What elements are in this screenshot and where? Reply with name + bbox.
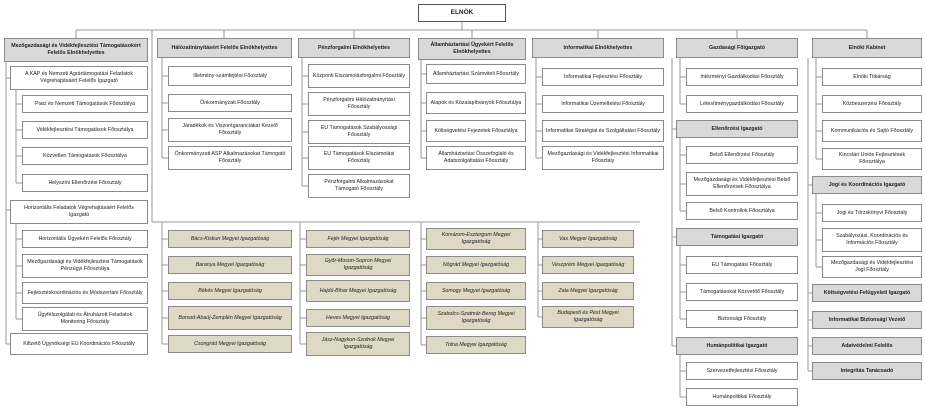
finance-director-header: Gazdasági Főigazgató <box>676 38 798 58</box>
audit-dept: Belső Ellenőrzési Főosztály <box>686 146 798 164</box>
agrar-kap-director: A KAP és Nemzeti Agrártámogatási Feladat… <box>10 66 148 90</box>
legal-dept: Szabályozási, Koordinációs és Információ… <box>822 228 922 252</box>
agrar-kap-dept: Közvetlen Támogatások Főosztálya <box>22 147 148 165</box>
support-dept: Biztonsági Főosztály <box>686 310 798 328</box>
payment-dept: EU Támogatások Szabályossági Főosztály <box>308 120 410 144</box>
county-directorate: Nógrád Megyei Igazgatóság <box>426 256 526 274</box>
county-directorate: Tolna Megyei Igazgatóság <box>426 336 526 354</box>
county-directorate: Vas Megyei Igazgatóság <box>542 230 634 248</box>
agrar-kap-dept: Piaci és Nemzeti Támogatások Főosztálya <box>22 95 148 113</box>
payment-dept: EU Támogatások Elszámolási Főosztály <box>308 146 410 170</box>
cabinet-dept: Közbeszerzési Főosztály <box>822 95 922 113</box>
legal-dept: Jogi és Törzskönyvi Főosztály <box>822 204 922 222</box>
county-directorate: Csongrád Megyei Igazgatóság <box>168 335 292 353</box>
county-directorate: Borsod-Abaúj-Zemplén Megyei Igazgatóság <box>168 306 292 330</box>
county-directorate: Zala Megyei Igazgatóság <box>542 282 634 300</box>
public-finance-dept: Államháztartási Számviteli Főosztály <box>426 64 526 84</box>
cabinet-dept: Kommunikációs és Sajtó Főosztály <box>822 120 922 142</box>
president-box: ELNÖK <box>418 4 506 22</box>
legal-dept: Mezőgazdasági és Vidékfejlesztési Jogi F… <box>822 256 922 278</box>
payment-deputy-header: Pénzforgalmi Elnökhelyettes <box>298 38 410 58</box>
it-deputy-header: Informatikai Elnökhelyettes <box>532 38 664 58</box>
public-finance-dept: Államháztartási Összefoglaló és Adatszol… <box>426 146 526 170</box>
payment-dept: Központi Elszámolásforgalmi Főosztály <box>308 64 410 88</box>
county-directorate: Békés Megyei Igazgatóság <box>168 282 292 300</box>
it-security-officer: Informatikai Biztonsági Vezető <box>812 311 922 329</box>
cabinet-dept: Elnöki Titkárság <box>822 68 922 86</box>
legal-director-header: Jogi és Koordinációs Igazgató <box>812 176 922 194</box>
county-directorate: Hajdú-Bihar Megyei Igazgatóság <box>306 280 410 302</box>
finance-dept: Létesítménygazdálkodási Főosztály <box>686 95 798 113</box>
integrity-advisor: Integritás Tanácsadó <box>812 362 922 380</box>
network-dept: Illetmény-számfejtési Főosztály <box>168 66 292 86</box>
agrar-horizontal-dept: Ügyfélszolgálati és Átruházott Feladatok… <box>22 307 148 331</box>
county-directorate: Heves Megyei Igazgatóság <box>306 309 410 327</box>
agrar-kap-dept: Vidékfejlesztési Támogatások Főosztálya <box>22 121 148 139</box>
it-dept: Informatikai Stratégiai és Szolgáltatási… <box>542 120 664 142</box>
network-dept: Járadékok és Viszontgaranciákat Kezelő F… <box>168 118 292 142</box>
finance-dept: Intézményi Gazdálkodási Főosztály <box>686 68 798 86</box>
network-dept: Önkormányzati ASP Alkalmazásokat Támogat… <box>168 146 292 170</box>
data-protection-officer: Adatvédelmi Felelős <box>812 337 922 355</box>
agrar-eu-coordination-dept: Kifizető Ügynökségi EU Koordinációs Főos… <box>10 333 148 355</box>
cabinet-dept: Kincstári Uniós Fejlesztések Főosztálya <box>822 148 922 170</box>
public-finance-dept: Alapok és Közalapítványok Főosztálya <box>426 92 526 114</box>
audit-dept: Belső Kontrollok Főosztálya <box>686 202 798 220</box>
hr-dept: Humánpolitikai Főosztály <box>686 388 798 406</box>
network-dept: Önkormányzati Főosztály <box>168 94 292 112</box>
it-dept: Informatikai Üzemeltetési Főosztály <box>542 95 664 113</box>
audit-dept: Mezőgazdasági és Vidékfejlesztési Belső … <box>686 172 798 196</box>
county-directorate: Jász-Nagykun-Szolnok Megyei Igazgatóság <box>306 332 410 356</box>
support-director-header: Támogatási Igazgató <box>676 228 798 246</box>
agrar-kap-dept: Helyszíni Ellenőrzési Főosztály <box>22 174 148 192</box>
it-dept: Mezőgazdasági és Vidékfejlesztési Inform… <box>542 146 664 170</box>
agrar-horizontal-dept: Horizontális Ügyekért Felelős Főosztály <box>22 230 148 248</box>
cabinet-header: Elnöki Kabinet <box>812 38 922 58</box>
agrar-horizontal-dept: Mezőgazdasági és Vidékfejlesztési Támoga… <box>22 254 148 278</box>
county-directorate: Bács-Kiskun Megyei Igazgatóság <box>168 230 292 248</box>
agrar-horizontal-dept: Fejlesztéskoordinációs és Módszertani Fő… <box>22 282 148 304</box>
payment-dept: Pénzforgalmi Hálózatirányítási Főosztály <box>308 92 410 116</box>
county-directorate: Szabolcs-Szatmár-Bereg Megyei Igazgatósá… <box>426 306 526 330</box>
support-dept: Támogatásokat Közvetítő Főosztály <box>686 283 798 301</box>
support-dept: EU Támogatási Főosztály <box>686 256 798 274</box>
agrar-horizontal-director: Horizontális Feladatok Végrehajtásáért F… <box>10 200 148 224</box>
county-directorate: Baranya Megyei Igazgatóság <box>168 256 292 274</box>
public-finance-dept: Költségvetési Fejezetek Főosztálya <box>426 120 526 142</box>
payment-dept: Pénzforgalmi Alkalmazásokat Támogató Főo… <box>308 174 410 198</box>
network-deputy-header: Hálózatirányításért Felelős Elnökhelyett… <box>157 38 292 58</box>
agrar-deputy-header: Mezőgazdasági és Vidékfejlesztési Támoga… <box>4 38 148 62</box>
county-directorate: Somogy Megyei Igazgatóság <box>426 282 526 300</box>
county-directorate: Komárom-Esztergom Megyei Igazgatóság <box>426 228 526 250</box>
county-directorate: Fejér Megyei Igazgatóság <box>306 230 410 248</box>
hr-director-header: Humánpolitikai Igazgató <box>676 337 798 355</box>
public-finance-deputy-header: Államháztartási Ügyekért Felelős Elnökhe… <box>418 38 526 60</box>
hr-dept: Szervezetfejlesztési Főosztály <box>686 362 798 380</box>
audit-director-header: Ellenőrzési Igazgató <box>676 120 798 138</box>
budget-supervision-director: Költségvetési Felügyeleti Igazgató <box>812 284 922 302</box>
county-directorate: Győr-Moson-Sopron Megyei Igazgatóság <box>306 254 410 276</box>
county-directorate: Budapesti és Pest Megyei Igazgatóság <box>542 306 634 328</box>
county-directorate: Veszprém Megyei Igazgatóság <box>542 256 634 274</box>
it-dept: Informatikai Fejlesztési Főosztály <box>542 68 664 86</box>
